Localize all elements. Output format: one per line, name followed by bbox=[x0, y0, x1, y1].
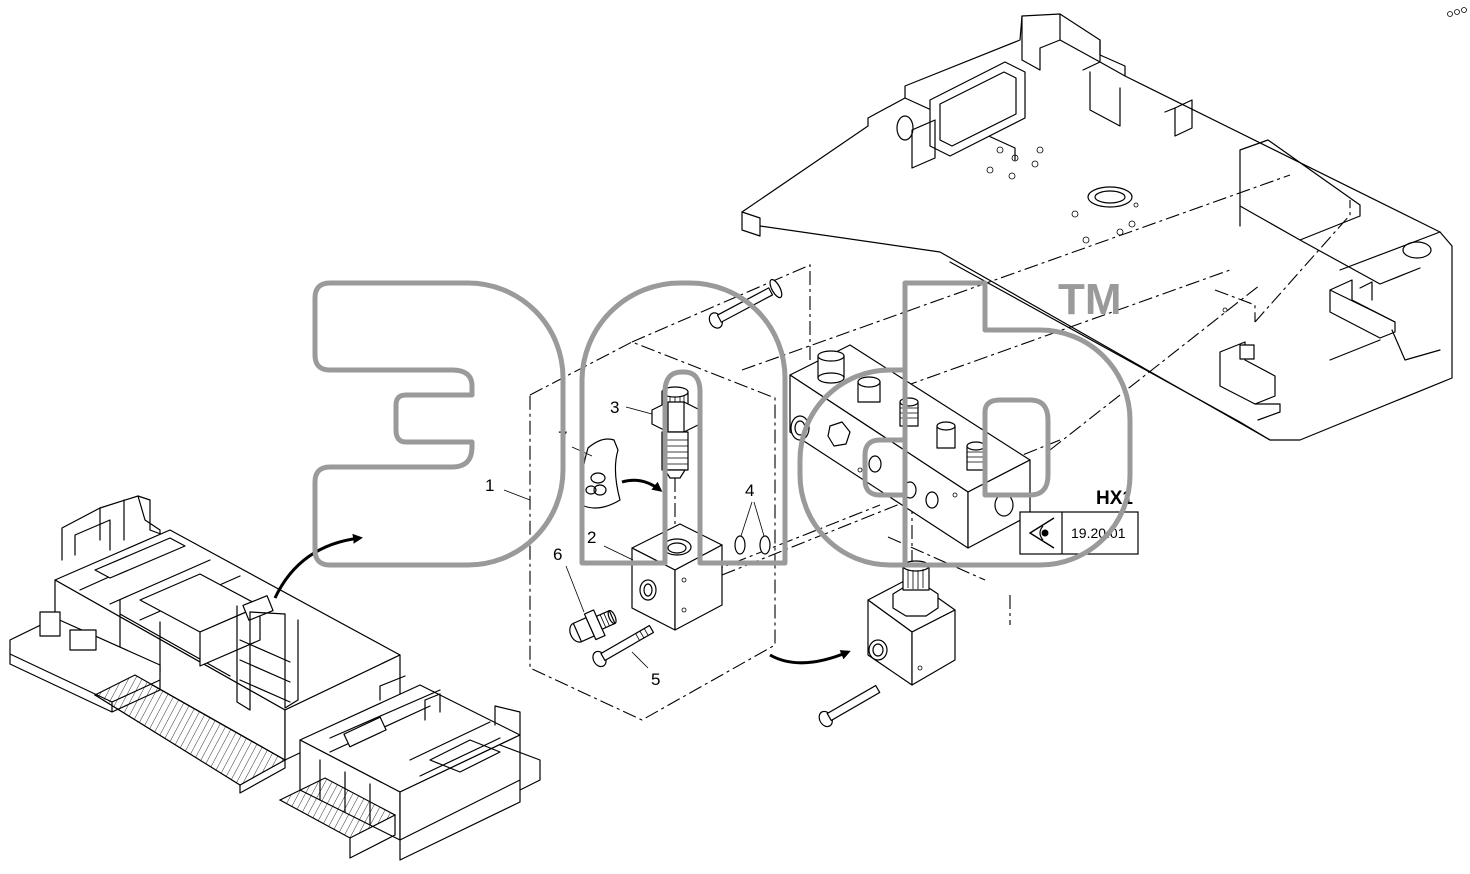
watermark-trademark: TM bbox=[1058, 275, 1122, 324]
callout-5: 5 bbox=[651, 670, 660, 689]
leader-lines bbox=[503, 406, 765, 669]
manifold-block bbox=[789, 344, 1031, 549]
reference-box[interactable]: HX1 19.20.01 bbox=[1019, 488, 1139, 555]
manifold-fitting bbox=[966, 441, 986, 471]
o-rings bbox=[734, 535, 771, 555]
valve-assembly bbox=[818, 560, 956, 728]
mounting-bolt bbox=[592, 624, 655, 668]
callout-2: 2 bbox=[587, 528, 596, 547]
paver-machine bbox=[9, 495, 541, 861]
assembly-bolt bbox=[818, 684, 881, 728]
callout-1: 1 bbox=[485, 476, 494, 495]
arrow-detail-to-assembly bbox=[769, 650, 851, 665]
manifold-fitting bbox=[817, 350, 845, 384]
callout-6: 6 bbox=[553, 545, 562, 564]
manifold-fitting bbox=[936, 421, 956, 449]
callout-4: 4 bbox=[745, 481, 754, 500]
arrow-bag-to-block bbox=[621, 478, 663, 492]
seal-kit-bag bbox=[581, 438, 621, 509]
reference-page: 19.20.01 bbox=[1071, 525, 1126, 541]
arrow-machine-to-detail bbox=[273, 533, 363, 599]
hydraulic-fitting bbox=[569, 609, 617, 643]
callout-3: 3 bbox=[610, 398, 619, 417]
manifold-fitting bbox=[857, 376, 881, 403]
corner-marks bbox=[1447, 7, 1467, 17]
watermark-logo: TM bbox=[312, 275, 1133, 568]
machine-frame bbox=[741, 13, 1453, 441]
cartridge-valve bbox=[651, 386, 701, 479]
direction-arrows bbox=[273, 478, 851, 665]
eye-view-icon bbox=[1028, 517, 1055, 549]
valve-block bbox=[631, 523, 723, 631]
